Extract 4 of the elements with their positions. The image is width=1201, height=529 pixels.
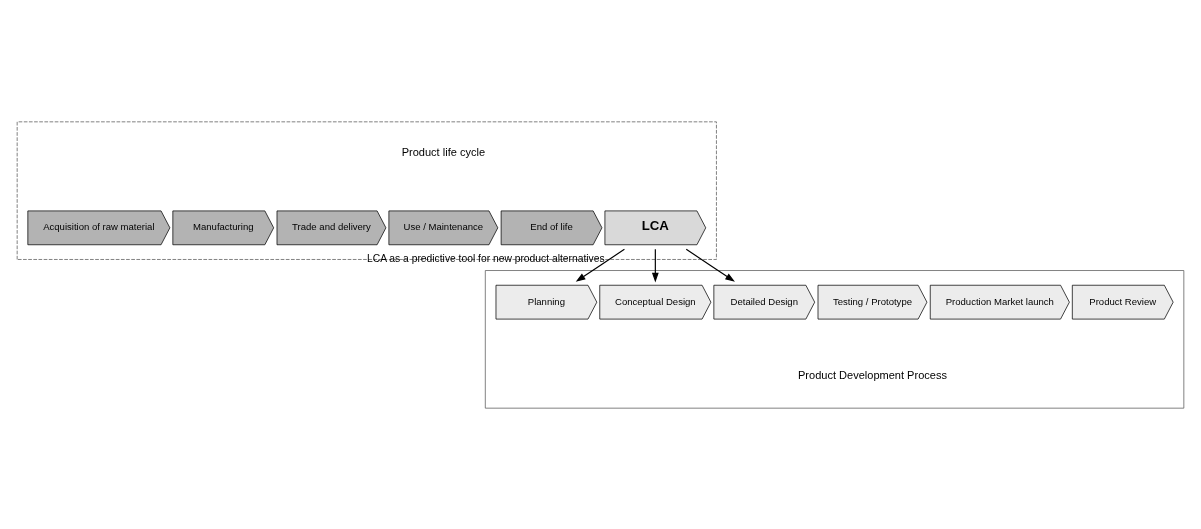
label: Product life cycle <box>401 145 486 158</box>
arrow <box>651 248 659 282</box>
edge-label: LCA as a predictive tool for new product alternatives <box>367 252 605 264</box>
label: Product Development Process <box>797 368 947 381</box>
